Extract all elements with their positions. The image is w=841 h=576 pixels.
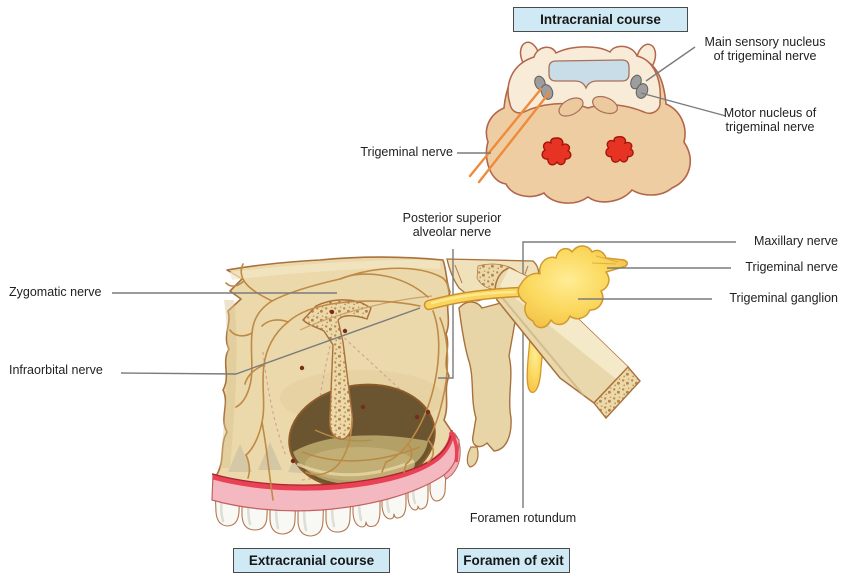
label-trigeminal-nerve-brainstem: Trigeminal nerve	[360, 145, 453, 159]
zygomatic-nerve-branch	[235, 273, 429, 408]
trigeminal-nerve-fibers	[468, 87, 551, 184]
intracranial-course-header: Intracranial course	[513, 7, 688, 32]
label-trigeminal-nerve: Trigeminal nerve	[745, 260, 838, 274]
orbital-rim	[299, 295, 433, 331]
leader-posterior-superior-alveolar	[438, 249, 454, 379]
leader-infraorbital	[120, 307, 421, 375]
extracranial-course-header: Extracranial course	[233, 548, 390, 573]
label-posterior-superior-alveolar: Posterior superior alveolar nerve	[402, 211, 502, 239]
leader-lines	[112, 46, 731, 375]
leader-maxillary-foramen	[522, 241, 736, 508]
leader-lines-under	[438, 241, 736, 508]
dental-twig	[261, 421, 274, 501]
leader-motor-nucleus	[640, 92, 727, 117]
red-nuclei	[541, 135, 634, 166]
peduncle-left	[558, 97, 584, 117]
label-maxillary-nerve: Maxillary nerve	[753, 234, 838, 248]
maxillary-sinus	[288, 383, 436, 491]
posterior-superior-alveolar-branch	[385, 310, 440, 463]
label-foramen-rotundum: Foramen rotundum	[469, 511, 577, 525]
maxilla-figure	[211, 256, 540, 537]
label-trigeminal-ganglion: Trigeminal ganglion	[729, 291, 838, 305]
nerve-branches	[225, 263, 450, 479]
brainstem-cross-section	[468, 41, 692, 204]
foramina-dots	[290, 309, 431, 464]
label-motor-nucleus: Motor nucleus of trigeminal nerve	[723, 106, 817, 134]
trigeminal-complex	[423, 245, 641, 420]
pterygoid-plate	[458, 299, 519, 468]
peduncle-right	[592, 95, 618, 115]
leader-main-sensory	[645, 46, 696, 82]
fourth-ventricle	[548, 59, 630, 90]
trigeminal-ganglion-shape	[517, 245, 628, 329]
bone-cut-face	[593, 365, 641, 420]
maxilla-top-highlight	[230, 260, 440, 280]
foramen-of-exit-header: Foramen of exit	[457, 548, 570, 573]
maxilla-left-shade	[220, 300, 237, 468]
label-main-sensory-nucleus: Main sensory nucleus of trigeminal nerve	[704, 35, 826, 63]
label-infraorbital-nerve: Infraorbital nerve	[9, 363, 103, 377]
maxillary-nerve-trunk	[423, 286, 527, 311]
label-zygomatic-nerve: Zygomatic nerve	[9, 285, 102, 299]
